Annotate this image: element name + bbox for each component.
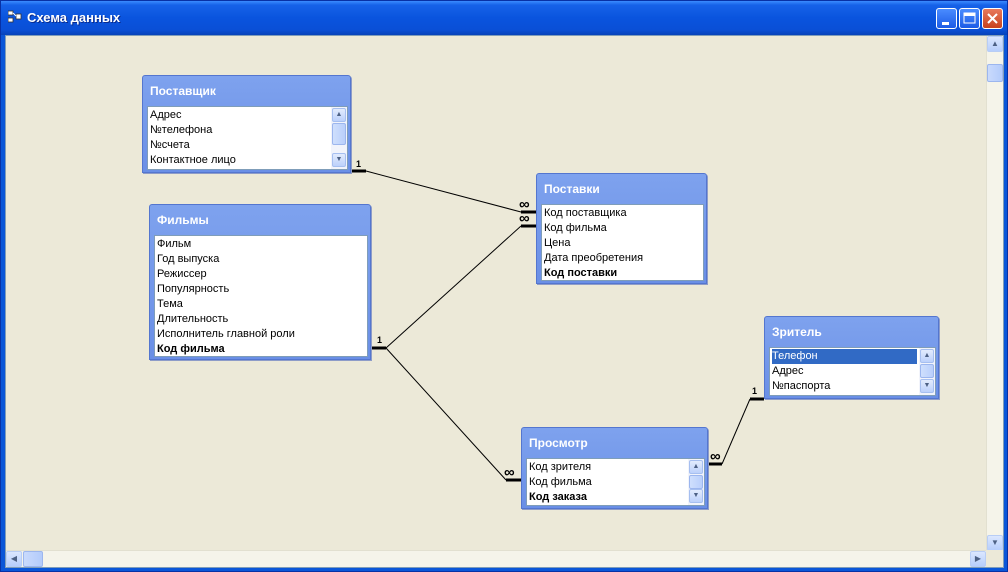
horizontal-scrollbar[interactable]: ◀ ▶ [6, 550, 986, 567]
field-item-selected[interactable]: Телефон [772, 349, 917, 364]
scroll-down-icon[interactable]: ▼ [920, 379, 934, 393]
field-list[interactable]: Фильм Год выпуска Режиссер Популярность … [154, 235, 368, 357]
scroll-up-icon[interactable]: ▲ [920, 349, 934, 363]
rel-one-label: 1 [752, 386, 757, 396]
scroll-right-icon[interactable]: ▶ [970, 551, 986, 567]
field-item[interactable]: Адрес [150, 109, 182, 121]
scroll-down-icon[interactable]: ▼ [332, 153, 346, 167]
rel-films-deliveries[interactable] [385, 225, 522, 349]
field-item[interactable]: Код фильма [529, 476, 592, 488]
field-item[interactable]: Тема [157, 298, 183, 310]
scroll-up-icon[interactable]: ▲ [332, 108, 346, 122]
rel-many-label: ∞ [519, 210, 530, 227]
close-button[interactable] [982, 8, 1003, 29]
table-title: Поставщик [150, 84, 216, 98]
vertical-scrollbar[interactable]: ▲ ▼ [986, 36, 1003, 551]
field-item-primary-key[interactable]: Код фильма [157, 343, 225, 355]
rel-viewing-viewer[interactable] [721, 398, 751, 465]
field-list-scrollbar[interactable]: ▲ ▼ [331, 107, 347, 169]
field-list[interactable]: Телефон Адрес №паспорта ▲ ▼ [769, 347, 936, 396]
table-title: Зритель [772, 325, 822, 339]
field-item[interactable]: Фильм [157, 238, 192, 250]
scroll-corner [986, 550, 1003, 567]
field-item[interactable]: №паспорта [772, 380, 831, 392]
table-films[interactable]: Фильмы Фильм Год выпуска Режиссер Популя… [149, 204, 371, 360]
vertical-scroll-thumb[interactable] [987, 64, 1003, 82]
table-title: Просмотр [529, 436, 588, 450]
rel-one-label: 1 [377, 335, 382, 345]
field-item[interactable]: Режиссер [157, 268, 207, 280]
field-item-primary-key[interactable]: Код поставки [544, 267, 618, 279]
relationships-icon [8, 10, 22, 23]
field-item[interactable]: Код фильма [544, 222, 607, 234]
schema-canvas[interactable]: 1 1 1 ∞ ∞ ∞ ∞ Поставщик Адрес №телефона … [5, 35, 1004, 568]
title-bar[interactable]: Схема данных [1, 1, 1007, 35]
table-viewer[interactable]: Зритель Телефон Адрес №паспорта ▲ ▼ [764, 316, 939, 399]
rel-many-label: ∞ [710, 448, 721, 465]
rel-many-label: ∞ [504, 464, 515, 481]
scroll-up-icon[interactable]: ▲ [689, 460, 703, 474]
table-title: Поставки [544, 182, 600, 196]
field-list[interactable]: Адрес №телефона №счета Контактное лицо ▲… [147, 106, 348, 170]
scroll-left-icon[interactable]: ◀ [6, 551, 22, 567]
field-item[interactable]: Код зрителя [529, 461, 592, 473]
scroll-up-icon[interactable]: ▲ [987, 36, 1003, 52]
field-list-scrollbar[interactable]: ▲ ▼ [688, 459, 704, 505]
scroll-thumb[interactable] [689, 475, 703, 489]
field-item[interactable]: №счета [150, 139, 190, 151]
scroll-thumb[interactable] [920, 364, 934, 378]
minimize-icon [942, 22, 949, 25]
rel-one-label: 1 [356, 159, 361, 169]
field-item[interactable]: Цена [544, 237, 571, 249]
rel-films-viewing[interactable] [385, 347, 507, 481]
rel-supplier-deliveries[interactable] [365, 170, 522, 213]
maximize-button[interactable] [959, 8, 980, 29]
minimize-button[interactable] [936, 8, 957, 29]
scroll-down-icon[interactable]: ▼ [987, 535, 1003, 551]
field-item[interactable]: №телефона [150, 124, 213, 136]
field-item[interactable]: Контактное лицо [150, 154, 236, 166]
field-item[interactable]: Код поставщика [544, 207, 627, 219]
field-list-scrollbar[interactable]: ▲ ▼ [919, 348, 935, 395]
rel-many-label: ∞ [519, 196, 530, 213]
relationship-lines: 1 1 1 ∞ ∞ ∞ ∞ [352, 159, 764, 482]
field-item[interactable]: Длительность [157, 313, 229, 325]
field-item[interactable]: Исполнитель главной роли [157, 328, 295, 340]
horizontal-scroll-thumb[interactable] [23, 551, 43, 567]
field-item[interactable]: Адрес [772, 365, 804, 377]
close-icon [987, 13, 998, 24]
field-item[interactable]: Популярность [157, 283, 230, 295]
scroll-down-icon[interactable]: ▼ [689, 489, 703, 503]
table-title: Фильмы [157, 213, 209, 227]
scroll-thumb[interactable] [332, 123, 346, 145]
field-item-primary-key[interactable]: Код заказа [529, 491, 587, 503]
table-supplier[interactable]: Поставщик Адрес №телефона №счета Контакт… [142, 75, 351, 173]
maximize-icon [963, 12, 976, 24]
field-list[interactable]: Код поставщика Код фильма Цена Дата прео… [541, 204, 704, 281]
field-item[interactable]: Дата преобретения [544, 252, 644, 264]
field-list[interactable]: Код зрителя Код фильма Код заказа ▲ ▼ [526, 458, 705, 506]
table-viewing[interactable]: Просмотр Код зрителя Код фильма Код зака… [521, 427, 708, 509]
table-deliveries[interactable]: Поставки Код поставщика Код фильма Цена … [536, 173, 707, 284]
window-title: Схема данных [27, 10, 121, 25]
field-item[interactable]: Год выпуска [157, 253, 220, 265]
